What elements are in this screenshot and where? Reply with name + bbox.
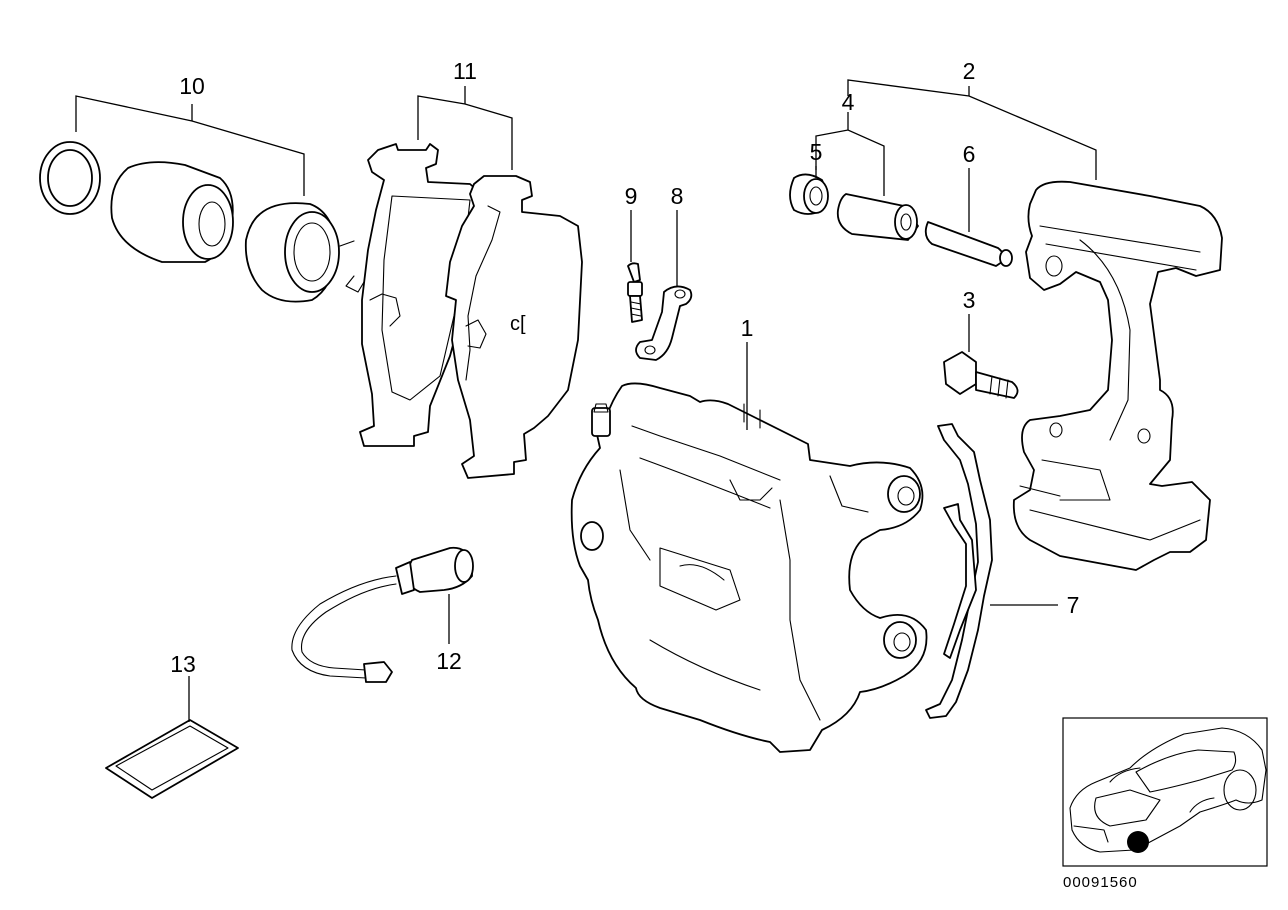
callout-10: 10	[179, 73, 205, 99]
callout-8: 8	[671, 183, 684, 209]
mounting-bolt	[943, 351, 1019, 399]
guide-boot	[789, 173, 829, 215]
callout-5: 5	[810, 139, 823, 165]
brake-pad-outer: c[	[445, 175, 583, 479]
callout-4: 4	[842, 89, 855, 115]
callout-7: 7	[1067, 592, 1080, 618]
guide-sleeve	[836, 193, 919, 241]
anti-rattle-spring	[925, 423, 993, 719]
caliper-carrier	[1012, 180, 1223, 571]
bleeder-bracket	[635, 285, 693, 361]
callout-13: 13	[170, 651, 196, 677]
vehicle-location-inset	[1062, 717, 1268, 867]
guide-pin	[924, 221, 1013, 267]
grease-packet	[105, 719, 239, 799]
caliper-housing	[570, 382, 928, 753]
bleeder-screw	[627, 262, 643, 323]
piston-seal-group	[39, 141, 355, 303]
callout-3: 3	[963, 287, 976, 313]
callout-11: 11	[453, 58, 477, 84]
leader-lines	[75, 79, 1097, 722]
callout-12: 12	[436, 648, 462, 674]
callout-1: 1	[741, 315, 754, 341]
callout-6: 6	[963, 141, 976, 167]
reference-number: 00091560	[1063, 874, 1138, 891]
wear-sensor	[291, 546, 474, 683]
callout-9: 9	[625, 183, 638, 209]
pad-marking-text: c[	[510, 313, 526, 335]
callout-labels: 10 11 2 4 5 6 9 8 3 1 7 12 13	[170, 58, 1079, 677]
location-marker	[1127, 831, 1149, 853]
callout-2: 2	[963, 58, 976, 84]
